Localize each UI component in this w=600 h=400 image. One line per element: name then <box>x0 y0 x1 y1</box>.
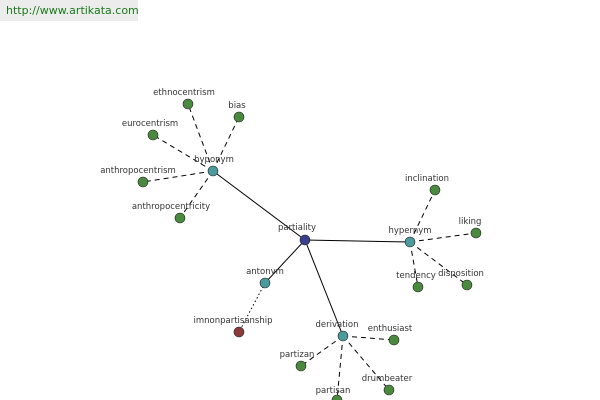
edge-partiality-hypernym <box>304 239 411 243</box>
word-node-liking[interactable] <box>470 227 482 239</box>
word-node-imnonpartisanship[interactable] <box>233 326 245 338</box>
relation-label-derivation[interactable]: derivation <box>315 320 358 330</box>
edge-hyponym-ethnocentrism <box>187 103 214 172</box>
word-node-enthusiast[interactable] <box>388 334 400 346</box>
edge-hypernym-disposition <box>409 241 468 286</box>
edge-derivation-drumbeater <box>342 335 390 391</box>
relation-label-antonym[interactable]: antonym <box>246 267 284 277</box>
word-label-disposition[interactable]: disposition <box>438 269 484 279</box>
word-label-partizan[interactable]: partizan <box>280 350 315 360</box>
word-node-disposition[interactable] <box>461 279 473 291</box>
relation-node-derivation[interactable] <box>337 330 349 342</box>
word-node-ethnocentrism[interactable] <box>182 98 194 110</box>
edge-hypernym-tendency <box>409 241 419 288</box>
word-label-eurocentrism[interactable]: eurocentrism <box>122 119 178 129</box>
edge-antonym-imnonpartisanship <box>238 282 266 333</box>
edge-hyponym-eurocentrism <box>152 134 214 172</box>
center-node-partiality[interactable] <box>299 234 311 246</box>
url-banner: http://www.artikata.com <box>0 0 139 21</box>
word-label-anthropocentricity[interactable]: anthropocentricity <box>132 202 210 212</box>
word-label-anthropocentrism[interactable]: anthropocentrism <box>100 166 176 176</box>
word-node-inclination[interactable] <box>429 184 441 196</box>
word-label-inclination[interactable]: inclination <box>405 174 449 184</box>
relation-node-hyponym[interactable] <box>207 165 219 177</box>
edge-derivation-enthusiast <box>342 335 395 341</box>
word-node-partizan[interactable] <box>295 360 307 372</box>
edge-partiality-derivation <box>304 239 344 337</box>
relation-label-hyponym[interactable]: hyponym <box>194 155 234 165</box>
edge-hyponym-bias <box>212 116 240 172</box>
word-label-drumbeater[interactable]: drumbeater <box>362 374 413 384</box>
word-node-tendency[interactable] <box>412 281 424 293</box>
word-node-drumbeater[interactable] <box>383 384 395 396</box>
word-label-bias[interactable]: bias <box>228 101 246 111</box>
center-node-label[interactable]: partiality <box>278 223 316 233</box>
edge-hypernym-inclination <box>409 189 436 243</box>
edge-hypernym-liking <box>409 232 477 243</box>
relation-node-hypernym[interactable] <box>404 236 416 248</box>
site-url-link[interactable]: http://www.artikata.com <box>6 4 139 17</box>
word-node-bias[interactable] <box>233 111 245 123</box>
word-label-partisan[interactable]: partisan <box>316 386 351 396</box>
edge-partiality-antonym <box>264 239 306 284</box>
word-node-anthropocentricity[interactable] <box>174 212 186 224</box>
word-label-enthusiast[interactable]: enthusiast <box>368 324 413 334</box>
word-label-ethnocentrism[interactable]: ethnocentrism <box>153 88 215 98</box>
word-node-anthropocentrism[interactable] <box>137 176 149 188</box>
relation-node-antonym[interactable] <box>259 277 271 289</box>
relation-label-hypernym[interactable]: hypernym <box>388 226 431 236</box>
edge-hyponym-anthropocentricity <box>179 170 214 219</box>
word-node-partisan[interactable] <box>331 394 343 400</box>
word-node-eurocentrism[interactable] <box>147 129 159 141</box>
edge-partiality-hyponym <box>212 170 306 241</box>
word-label-tendency[interactable]: tendency <box>396 271 436 281</box>
word-label-imnonpartisanship[interactable]: imnonpartisanship <box>193 316 272 326</box>
edge-derivation-partisan <box>336 335 344 400</box>
edge-hyponym-anthropocentrism <box>142 170 214 183</box>
word-label-liking[interactable]: liking <box>459 217 482 227</box>
